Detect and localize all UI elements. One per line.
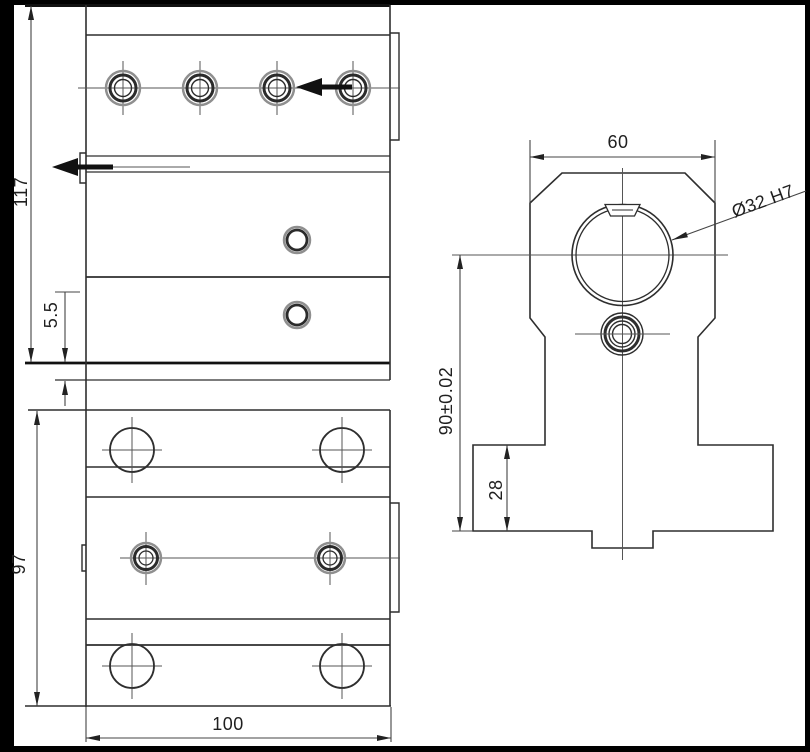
dim-label-90: 90±0.02: [436, 366, 456, 436]
right-gib-plate: [390, 32, 400, 141]
mounting-holes: [109, 427, 365, 689]
side-outline: [472, 172, 774, 549]
frame-border-right: [805, 0, 810, 752]
dim-60: [529, 140, 716, 203]
bore-circle: [571, 203, 674, 307]
front-view: [25, 4, 400, 707]
mid-screws: [282, 225, 312, 330]
socket-screw: [258, 69, 296, 107]
dim-label-97: 97: [9, 553, 29, 575]
dim-label-5-5: 5.5: [41, 301, 61, 329]
frame-border-bottom: [0, 746, 810, 752]
frame-border-top: [0, 0, 810, 5]
leader-bore: [671, 190, 807, 241]
dimension-lines: [28, 6, 807, 742]
hole-crosshairs: [102, 417, 400, 699]
clamp-screws: [129, 541, 347, 575]
dim-label-28: 28: [486, 479, 506, 501]
frame-border-left: [0, 0, 14, 752]
set-screw: [575, 312, 670, 356]
socket-screw: [181, 69, 219, 107]
dim-label-117: 117: [11, 176, 31, 208]
dim-label-100: 100: [212, 714, 244, 734]
left-clamp-tab: [81, 544, 86, 572]
dim-97: [34, 411, 40, 706]
dim-label-60: 60: [607, 132, 629, 152]
dim-90: [452, 255, 473, 532]
socket-screw: [104, 69, 142, 107]
dim-100: [85, 707, 392, 742]
socket-screw-row: [104, 69, 372, 107]
top-view: [25, 409, 400, 707]
section-arrow-right-icon: [296, 78, 352, 96]
dim-117: [28, 6, 34, 362]
section-arrow-left-icon: [52, 158, 113, 176]
dim-5-5: [55, 291, 80, 406]
dim-28: [504, 445, 510, 531]
side-view: [452, 168, 774, 560]
